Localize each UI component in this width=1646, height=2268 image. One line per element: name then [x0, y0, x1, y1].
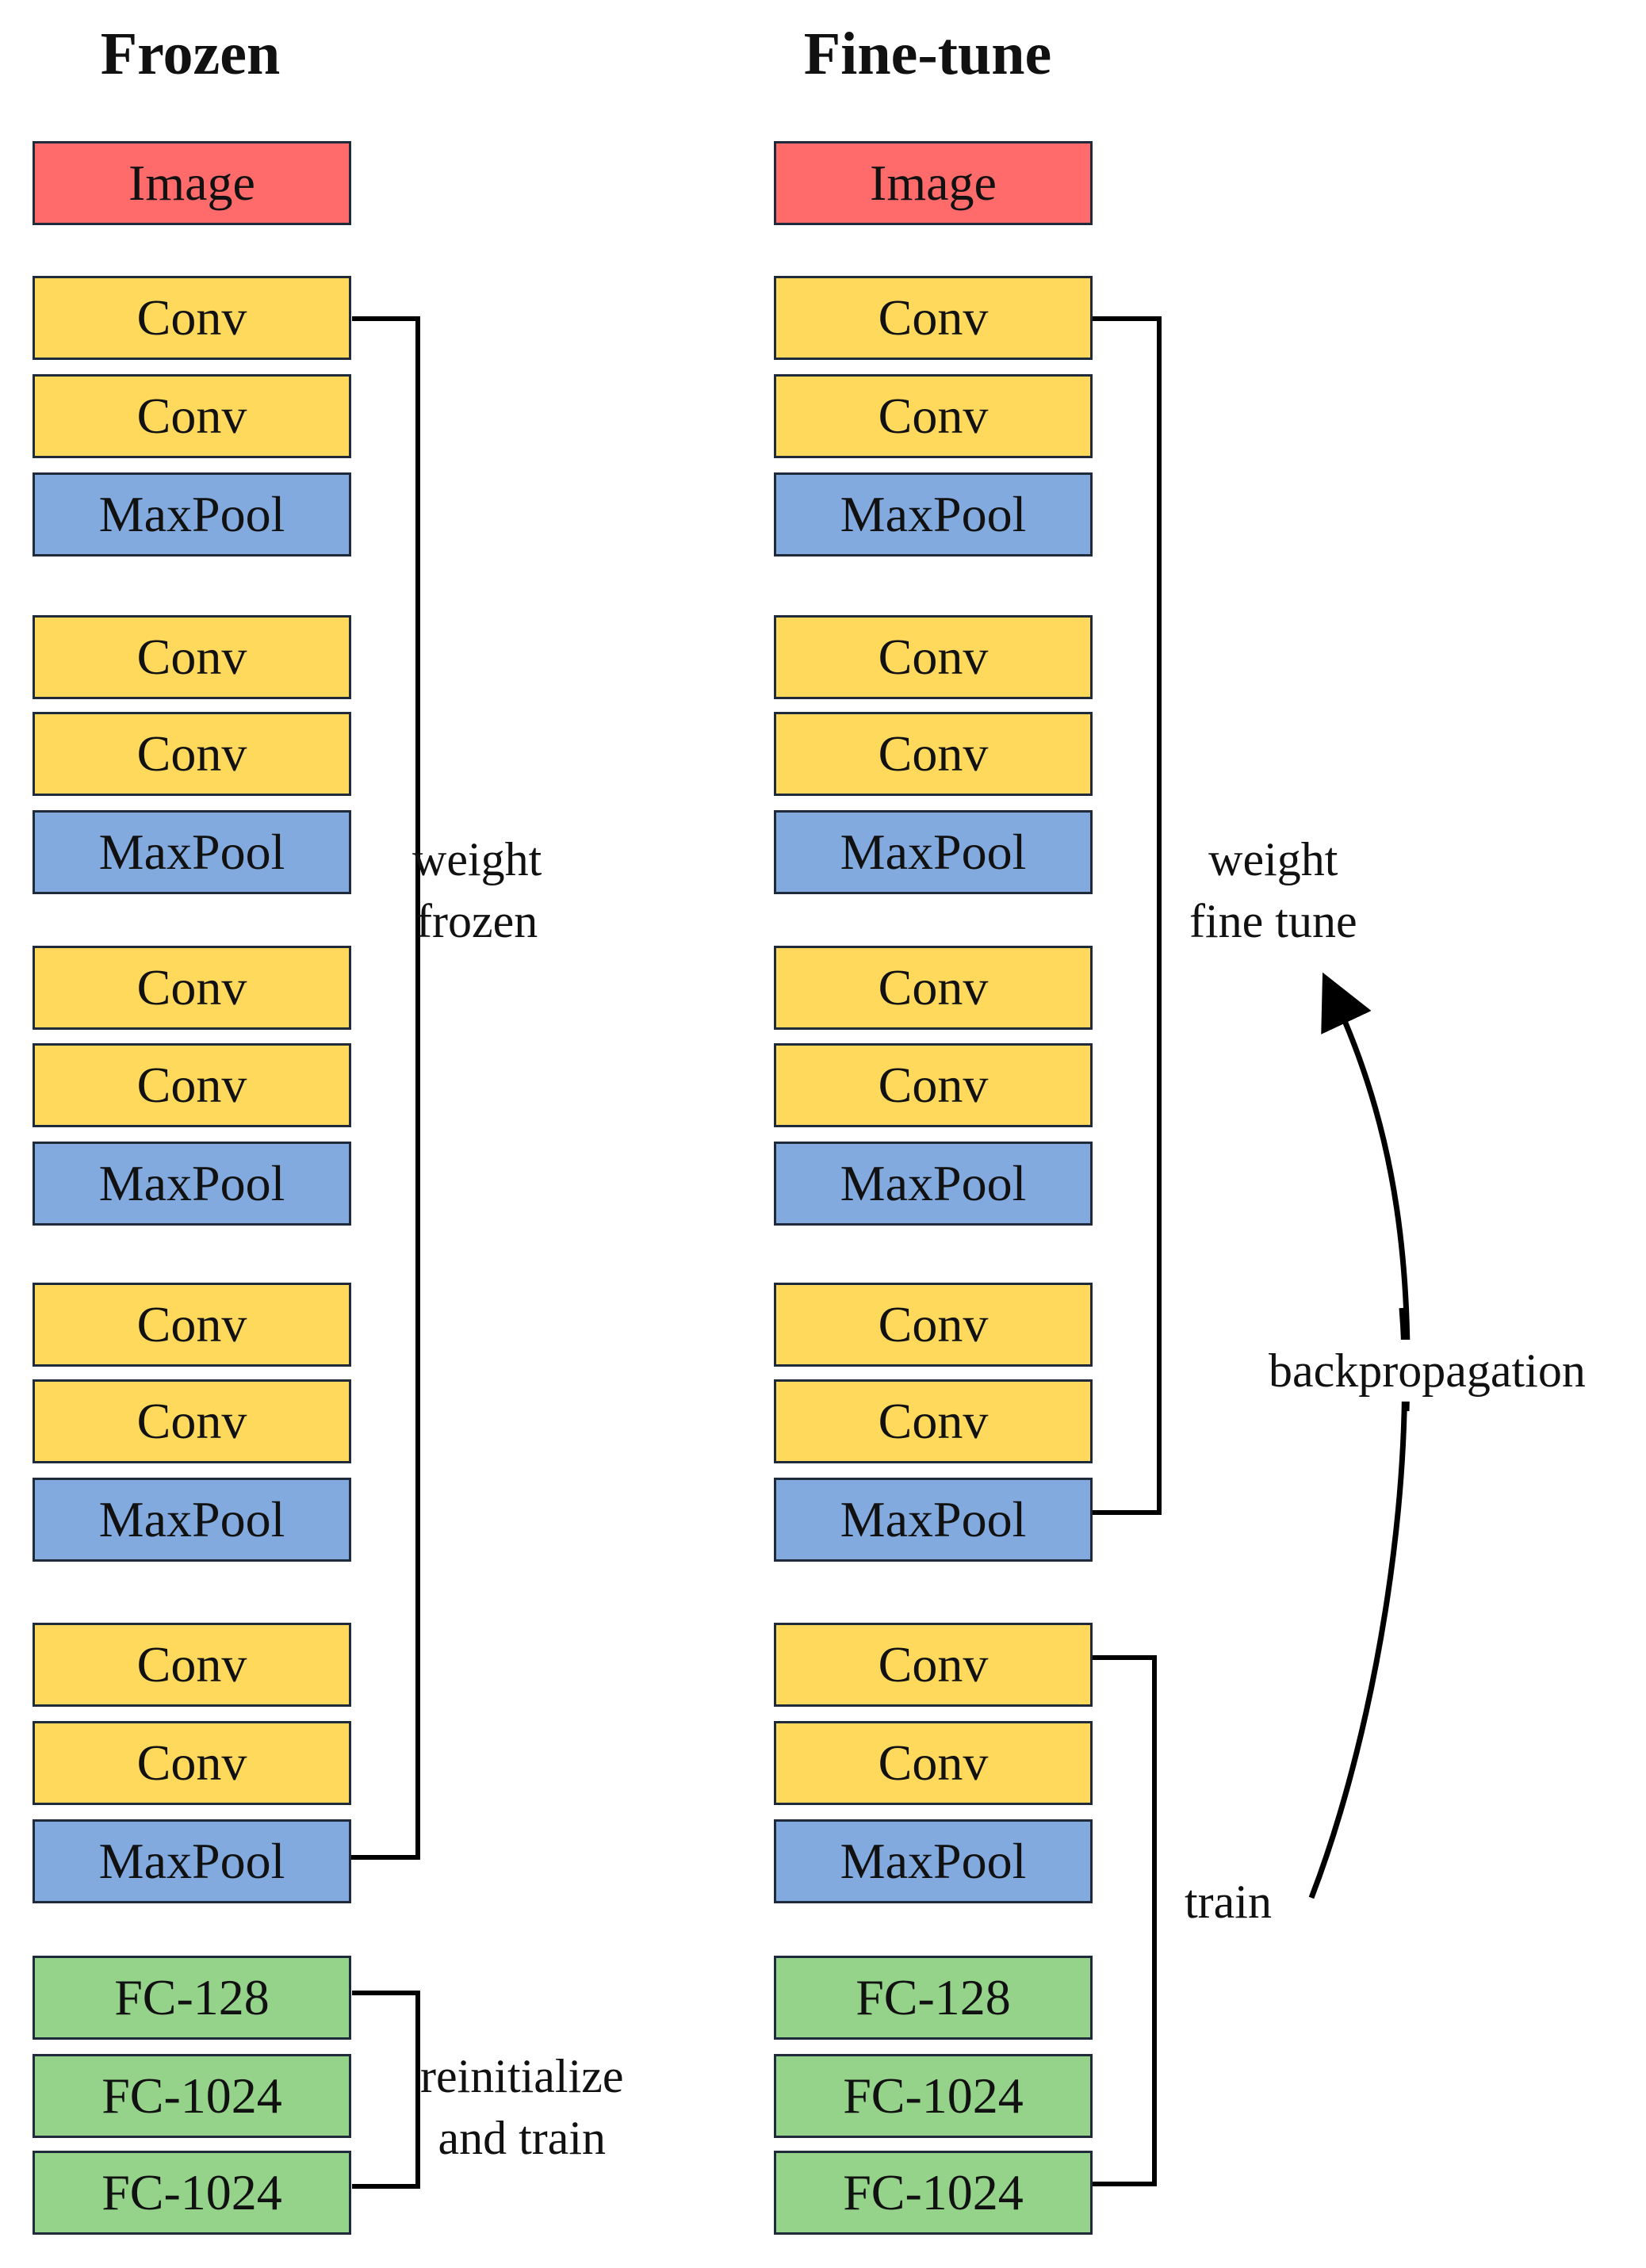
backpropagation-label: backpropagation: [1262, 1340, 1592, 1402]
finetune-layer-conv: Conv: [774, 1283, 1093, 1367]
frozen-conv-annotation-line1: weight: [412, 833, 542, 885]
frozen-layer-pool: MaxPool: [33, 1478, 351, 1562]
finetune-layer-conv: Conv: [774, 946, 1093, 1030]
finetune-layer-fc: FC-128: [774, 1956, 1093, 2040]
finetune-train-bracket: [1086, 1655, 1157, 2186]
finetune-layer-conv: Conv: [774, 615, 1093, 699]
frozen-layer-conv: Conv: [33, 1043, 351, 1127]
frozen-layer-conv: Conv: [33, 374, 351, 458]
finetune-layer-pool: MaxPool: [774, 472, 1093, 556]
frozen-title: Frozen: [100, 21, 281, 87]
finetune-layer-conv: Conv: [774, 276, 1093, 360]
frozen-fc-annotation-line2: and train: [438, 2112, 607, 2164]
finetune-layer-pool: MaxPool: [774, 1478, 1093, 1562]
finetune-layer-fc: FC-1024: [774, 2151, 1093, 2235]
frozen-layer-image: Image: [33, 141, 351, 225]
frozen-layer-conv: Conv: [33, 1283, 351, 1367]
finetune-layer-conv: Conv: [774, 1043, 1093, 1127]
backpropagation-arrow: [1311, 992, 1411, 1899]
frozen-layer-pool: MaxPool: [33, 810, 351, 894]
finetune-layer-fc: FC-1024: [774, 2054, 1093, 2138]
frozen-layer-fc: FC-128: [33, 1956, 351, 2040]
frozen-conv-annotation: weight frozen: [412, 828, 542, 952]
finetune-layer-image: Image: [774, 141, 1093, 225]
finetune-layer-conv: Conv: [774, 1623, 1093, 1707]
finetune-conv-annotation: weight fine tune: [1189, 828, 1357, 952]
finetune-conv-annotation-line2: fine tune: [1189, 895, 1357, 947]
finetune-layer-conv: Conv: [774, 374, 1093, 458]
frozen-layer-fc: FC-1024: [33, 2054, 351, 2138]
frozen-layer-fc: FC-1024: [33, 2151, 351, 2235]
finetune-title: Fine-tune: [803, 21, 1052, 87]
finetune-layer-pool: MaxPool: [774, 1819, 1093, 1903]
frozen-conv-annotation-line2: frozen: [416, 895, 538, 947]
frozen-layer-pool: MaxPool: [33, 472, 351, 556]
frozen-layer-conv: Conv: [33, 946, 351, 1030]
frozen-fc-annotation-line1: reinitialize: [420, 2050, 624, 2102]
frozen-layer-conv: Conv: [33, 1623, 351, 1707]
finetune-conv-bracket: [1088, 316, 1162, 1515]
frozen-fc-annotation: reinitialize and train: [420, 2045, 624, 2169]
frozen-conv-bracket: [349, 316, 420, 1860]
frozen-layer-pool: MaxPool: [33, 1819, 351, 1903]
finetune-layer-conv: Conv: [774, 1721, 1093, 1805]
finetune-layer-pool: MaxPool: [774, 810, 1093, 894]
frozen-layer-conv: Conv: [33, 276, 351, 360]
frozen-layer-conv: Conv: [33, 1379, 351, 1463]
frozen-layer-conv: Conv: [33, 1721, 351, 1805]
finetune-train-annotation: train: [1185, 1876, 1272, 1928]
finetune-conv-annotation-line1: weight: [1208, 833, 1338, 885]
frozen-fc-bracket: [352, 1991, 420, 2189]
finetune-layer-conv: Conv: [774, 1379, 1093, 1463]
frozen-layer-conv: Conv: [33, 712, 351, 796]
frozen-layer-conv: Conv: [33, 615, 351, 699]
finetune-layer-pool: MaxPool: [774, 1142, 1093, 1226]
finetune-layer-conv: Conv: [774, 712, 1093, 796]
frozen-layer-pool: MaxPool: [33, 1142, 351, 1226]
